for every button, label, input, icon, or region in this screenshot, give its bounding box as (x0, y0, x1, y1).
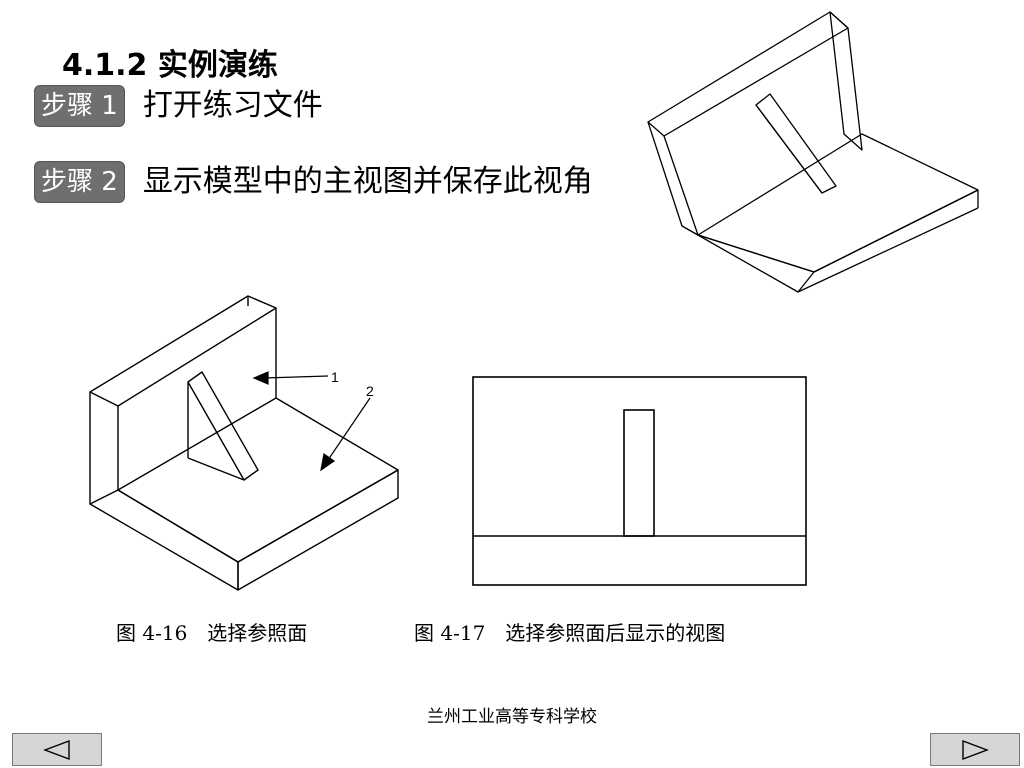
callout-label-1: 1 (331, 369, 339, 385)
step-badge: 步骤 1 (34, 85, 125, 127)
triangle-left-icon (43, 739, 70, 760)
step-badge: 步骤 2 (34, 161, 125, 203)
figure-4-17-front-view-image (472, 376, 807, 586)
next-slide-button[interactable] (930, 733, 1020, 766)
figure-4-16-isometric-image: 1 2 (89, 295, 399, 591)
step-text: 显示模型中的主视图并保存此视角 (142, 164, 593, 199)
triangle-right-icon (962, 739, 989, 760)
step-1: 步骤 1 打开练习文件 (34, 84, 323, 128)
step-2: 步骤 2 显示模型中的主视图并保存此视角 (34, 160, 593, 204)
previous-slide-button[interactable] (12, 733, 102, 766)
figure-4-16-caption: 图 4-16 选择参照面 (116, 621, 308, 645)
callout-label-2: 2 (366, 383, 374, 399)
slide-title: 4.1.2 实例演练 (62, 48, 278, 83)
footer-school-name: 兰州工业高等专科学校 (427, 707, 597, 727)
figure-4-17-caption: 图 4-17 选择参照面后显示的视图 (414, 621, 726, 645)
model-isometric-top-image (647, 11, 979, 293)
step-text: 打开练习文件 (142, 88, 323, 123)
